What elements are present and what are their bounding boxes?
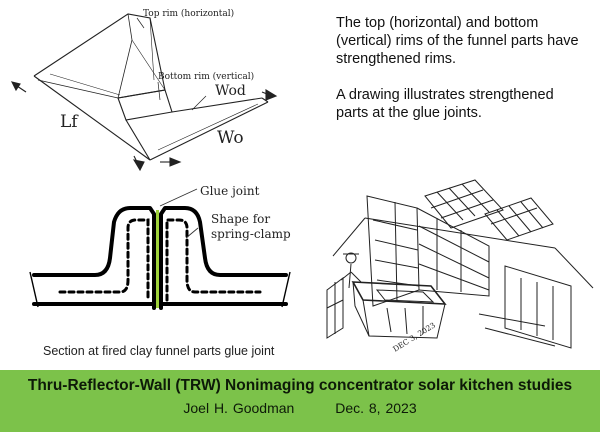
wo-label: Wo <box>217 128 244 148</box>
section-caption: Section at fired clay funnel parts glue … <box>43 344 275 358</box>
shape-label-line2: spring-clamp <box>211 227 291 241</box>
bottom-rim-label: Bottom rim (vertical) <box>158 71 254 82</box>
footer-title: Thru-Reflector-Wall (TRW) Nonimaging con… <box>27 377 573 394</box>
footer-byline: Joel H. Goodman Dec. 8, 2023 <box>0 400 600 416</box>
shape-label-line1: Shape for <box>211 212 270 226</box>
author-name: Joel H. Goodman <box>183 400 295 416</box>
description-text: The top (horizontal) and bottom (vertica… <box>336 14 586 140</box>
section-diagram: Glue joint Shape for spring-clamp <box>29 184 291 310</box>
lf-label: Lf <box>60 112 79 132</box>
funnel-sketch: Top rim (horizontal) Bottom rim (vertica… <box>10 8 278 172</box>
footer-banner: Thru-Reflector-Wall (TRW) Nonimaging con… <box>0 370 600 432</box>
wod-label: Wod <box>215 83 246 99</box>
glue-joint-label: Glue joint <box>200 184 260 198</box>
description-paragraph-2: A drawing illustrates strengthened parts… <box>336 87 554 121</box>
presentation-date: Dec. 8, 2023 <box>335 400 417 416</box>
description-paragraph-1: The top (horizontal) and bottom (vertica… <box>336 15 579 67</box>
top-rim-label: Top rim (horizontal) <box>143 8 234 19</box>
building-sketch: DEC 3, 2023 <box>326 179 594 354</box>
